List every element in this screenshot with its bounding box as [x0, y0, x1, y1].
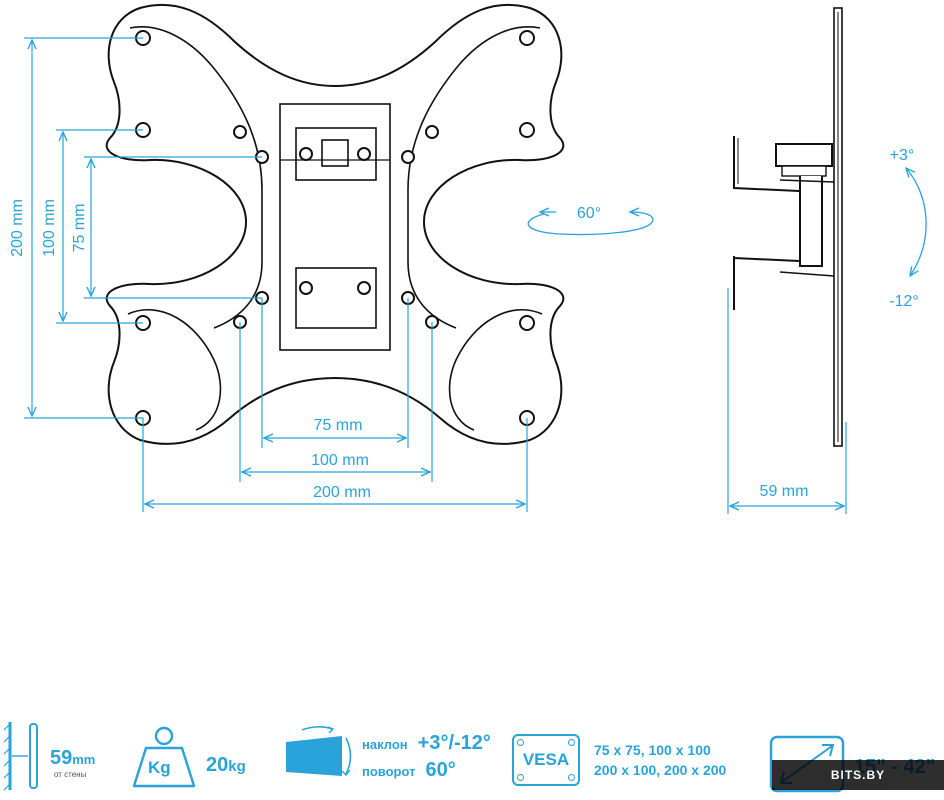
mount-plate-front-view: [105, 3, 565, 445]
spec-weight: Kg 20kg: [130, 724, 246, 790]
weight-unit: kg: [228, 757, 246, 775]
weight-badge: Kg: [148, 758, 171, 777]
depth-note: от стены: [54, 770, 87, 779]
watermark: BITS.BY: [772, 760, 944, 790]
vesa-icon: VESA: [512, 734, 580, 786]
weight-value: 20: [206, 753, 229, 776]
vesa-line-2: 200 x 100, 200 x 200: [594, 762, 727, 778]
side-dimension-lines: [727, 288, 847, 514]
swivel-angle-label: 60°: [577, 205, 601, 222]
tilt-swivel-icon: [286, 726, 352, 777]
width-dim-200: 200 mm: [313, 484, 371, 501]
depth-unit: mm: [72, 752, 96, 767]
depth-value: 59: [50, 747, 73, 769]
tilt-down-label: -12°: [889, 293, 919, 310]
swivel-value: 60°: [425, 759, 456, 781]
vesa-badge: VESA: [522, 750, 570, 769]
front-dimension-lines: [24, 37, 528, 512]
spec-depth: 59mm от стены: [4, 720, 95, 792]
spec-vesa: VESA 75 x 75, 100 x 100 200 x 100, 200 x…: [512, 734, 726, 786]
height-dim-200: 200 mm: [9, 199, 26, 257]
mount-side-view: [733, 7, 843, 447]
width-dim-100: 100 mm: [311, 452, 369, 469]
tilt-label: наклон: [362, 737, 408, 752]
height-dim-75: 75 mm: [71, 204, 88, 253]
width-dim-75: 75 mm: [314, 417, 363, 434]
tilt-arrow-icon: [906, 168, 927, 276]
swivel-arrow-icon: [527, 212, 654, 236]
mount-drawing: 200 mm 100 mm 75 mm 75 mm 100 mm 200 mm …: [9, 3, 927, 514]
weight-icon: [132, 726, 196, 788]
spec-motion: наклон +3°/-12° поворот 60°: [280, 726, 491, 788]
swivel-label: поворот: [362, 764, 416, 779]
height-dim-100: 100 mm: [41, 199, 58, 257]
tilt-up-label: +3°: [890, 147, 915, 164]
tilt-value: +3°/-12°: [417, 732, 491, 754]
vesa-line-1: 75 x 75, 100 x 100: [594, 742, 711, 758]
wall-distance-icon: [4, 722, 38, 791]
side-depth-label: 59 mm: [760, 483, 809, 500]
